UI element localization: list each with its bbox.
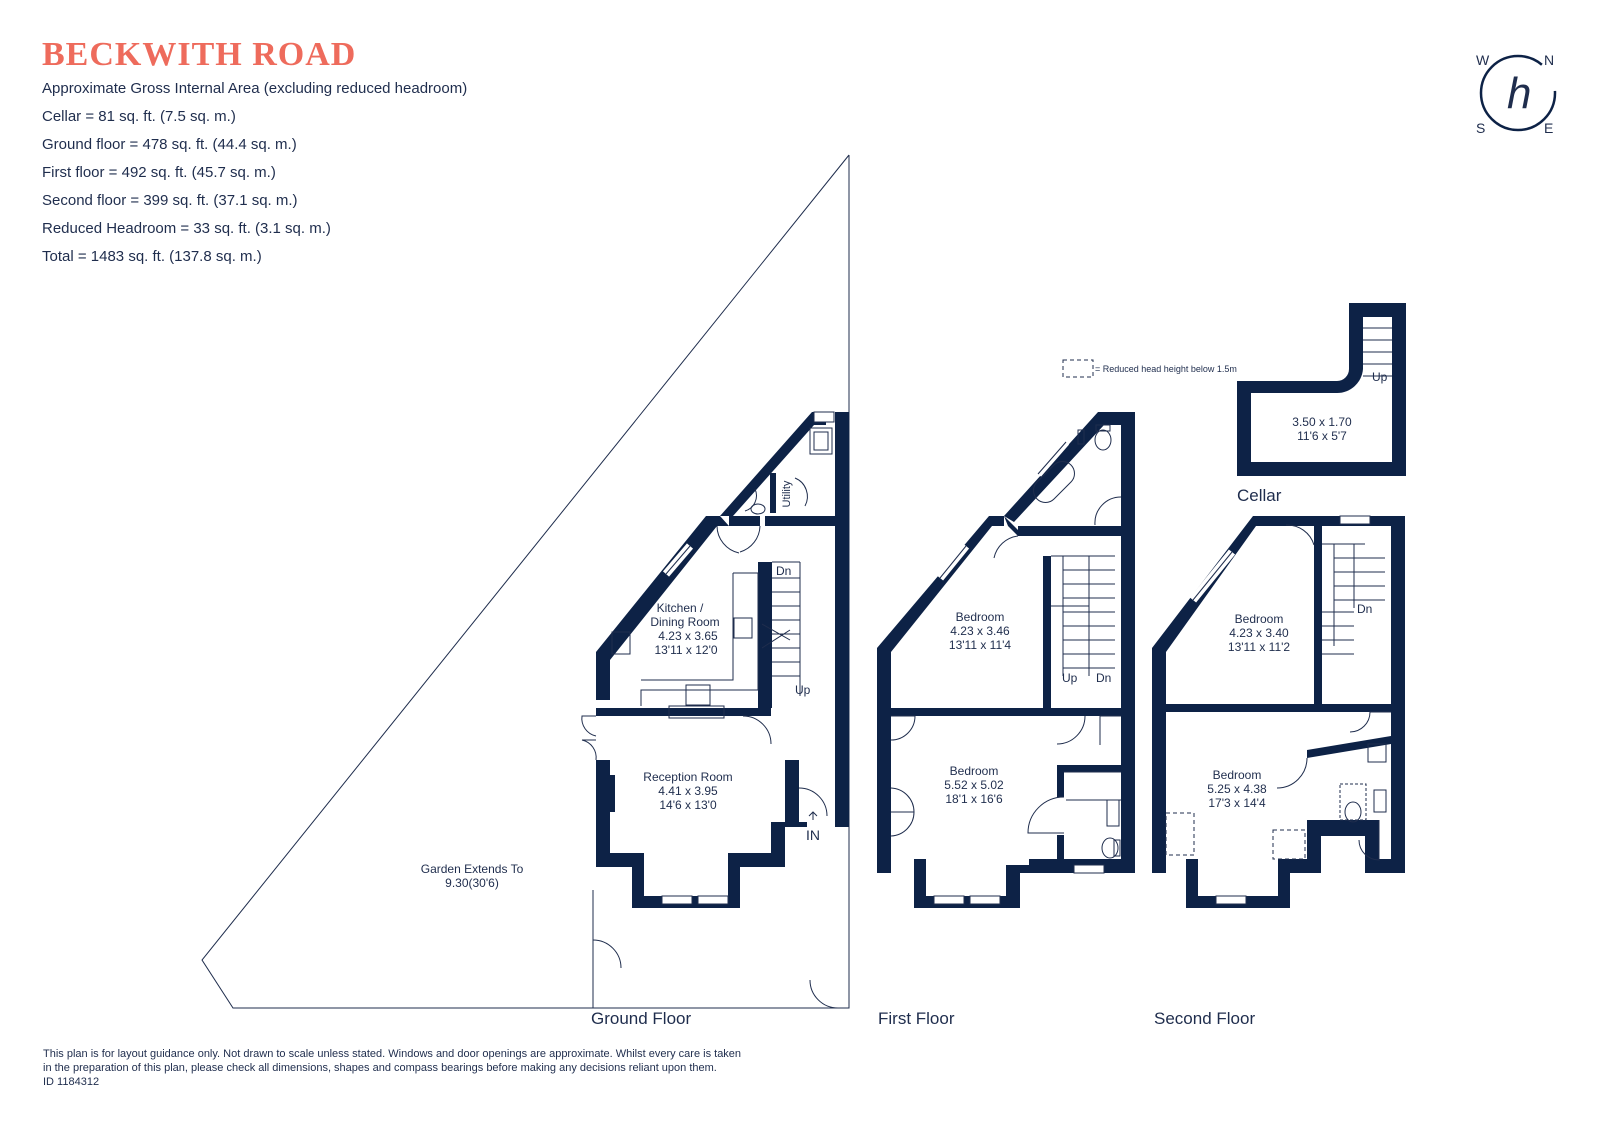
first-bedroom-rear-size-ft: 13'11 x 11'4 (949, 638, 1012, 652)
second-bedroom-front-size-m: 5.25 x 4.38 (1207, 782, 1267, 796)
garden-label: Garden Extends To (421, 862, 524, 876)
cellar-up-label: Up (1372, 370, 1388, 384)
first-floor-plan (877, 412, 1135, 908)
first-floor-title: First Floor (878, 1009, 955, 1028)
first-bedroom-front-label: Bedroom (950, 764, 999, 778)
garden-outline (201, 154, 850, 1009)
cellar-plan (1237, 303, 1406, 476)
kitchen-size-ft: 13'11 x 12'0 (654, 643, 717, 657)
area-first-floor: First floor = 492 sq. ft. (45.7 sq. m.) (42, 164, 276, 181)
second-bedroom-rear-size-ft: 13'11 x 11'2 (1228, 640, 1291, 654)
entrance-label: IN (806, 827, 820, 843)
first-bedroom-rear-label: Bedroom (956, 610, 1005, 624)
second-bedroom-rear-label: Bedroom (1235, 612, 1284, 626)
kitchen-label-2: Dining Room (650, 615, 719, 629)
first-bedroom-rear-size-m: 4.23 x 3.46 (950, 624, 1010, 638)
legend: = Reduced head height below 1.5m (1062, 359, 1237, 378)
area-summary: Approximate Gross Internal Area (excludi… (42, 78, 467, 274)
ground-floor-plan (581, 411, 849, 908)
second-bedroom-front-label: Bedroom (1213, 768, 1262, 782)
disclaimer-line-1: This plan is for layout guidance only. N… (43, 1048, 742, 1060)
plan-id: ID 1184312 (43, 1076, 100, 1088)
area-ground-floor: Ground floor = 478 sq. ft. (44.4 sq. m.) (42, 136, 297, 153)
area-reduced-headroom: Reduced Headroom = 33 sq. ft. (3.1 sq. m… (42, 220, 331, 237)
second-dn-label: Dn (1357, 602, 1372, 616)
legend-text: = Reduced head height below 1.5m (1095, 364, 1237, 374)
first-dn-label: Dn (1096, 671, 1111, 685)
compass-s: S (1476, 120, 1485, 136)
area-cellar: Cellar = 81 sq. ft. (7.5 sq. m.) (42, 108, 236, 125)
ground-floor-title: Ground Floor (591, 1009, 691, 1028)
compass-n: N (1544, 52, 1554, 68)
compass-logo: h W N S E (1476, 52, 1557, 136)
first-up-label: Up (1062, 671, 1078, 685)
second-floor-plan (1152, 515, 1405, 908)
second-bedroom-front-size-ft: 17'3 x 14'4 (1208, 796, 1266, 810)
cellar-size-ft: 11'6 x 5'7 (1297, 429, 1347, 443)
area-total: Total = 1483 sq. ft. (137.8 sq. m.) (42, 248, 262, 265)
compass-w: W (1476, 52, 1490, 68)
reception-label: Reception Room (643, 770, 732, 784)
ground-up-label: Up (795, 683, 811, 697)
area-heading: Approximate Gross Internal Area (excludi… (42, 80, 468, 97)
page-title: BECKWITH ROAD (42, 36, 357, 73)
compass-e: E (1544, 120, 1553, 136)
kitchen-size-m: 4.23 x 3.65 (658, 629, 718, 643)
second-bedroom-rear-size-m: 4.23 x 3.40 (1229, 626, 1289, 640)
logo-letter: h (1507, 69, 1531, 118)
reception-size-ft: 14'6 x 13'0 (659, 798, 717, 812)
legend-swatch (1062, 359, 1094, 378)
utility-label: Utility (781, 480, 793, 507)
cellar-title: Cellar (1237, 486, 1282, 505)
ground-dn-label: Dn (776, 564, 791, 578)
disclaimer: This plan is for layout guidance only. N… (43, 1047, 843, 1089)
garden-size: 9.30(30'6) (445, 876, 499, 890)
second-floor-title: Second Floor (1154, 1009, 1255, 1028)
disclaimer-line-2: in the preparation of this plan, please … (43, 1062, 717, 1074)
reception-size-m: 4.41 x 3.95 (658, 784, 718, 798)
compass-ring (1479, 54, 1557, 132)
first-bedroom-front-size-m: 5.52 x 5.02 (944, 778, 1004, 792)
cellar-size-m: 3.50 x 1.70 (1292, 415, 1352, 429)
area-second-floor: Second floor = 399 sq. ft. (37.1 sq. m.) (42, 192, 298, 209)
first-bedroom-front-size-ft: 18'1 x 16'6 (945, 792, 1003, 806)
kitchen-label-1: Kitchen / (657, 601, 704, 615)
